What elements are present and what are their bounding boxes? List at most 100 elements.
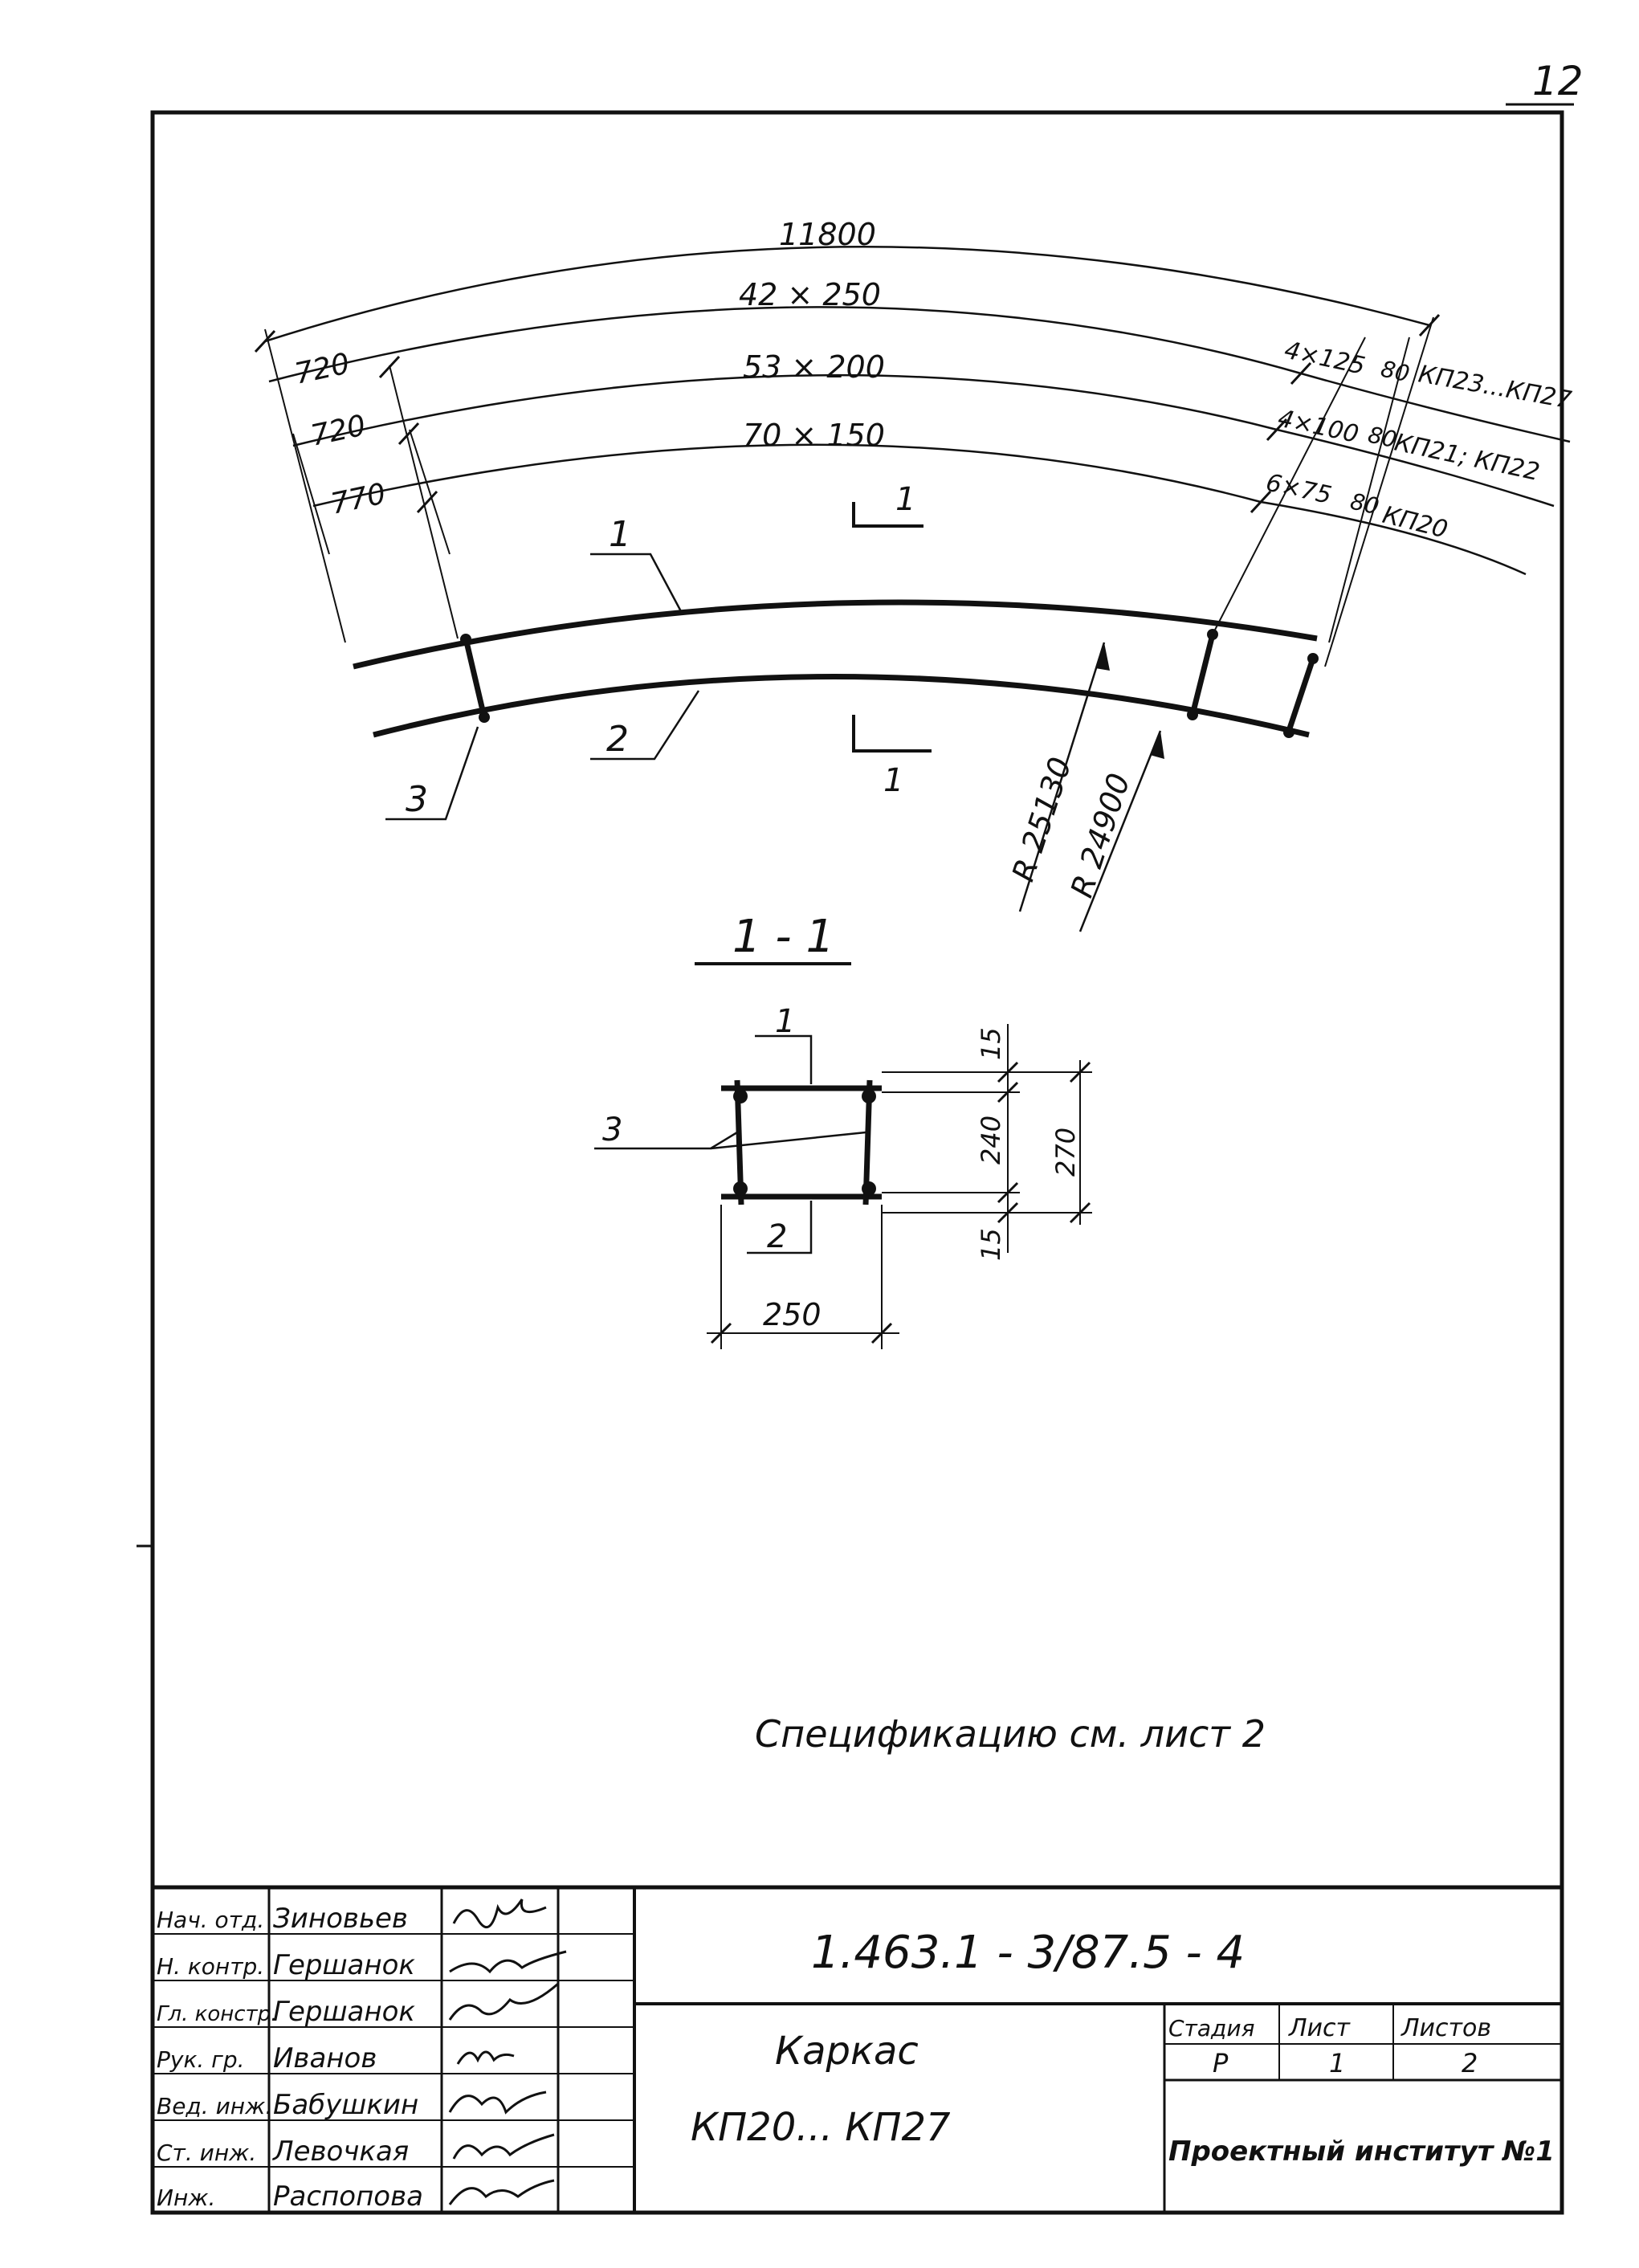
leader-3: [385, 726, 479, 821]
staff-name-5: Левочкая: [271, 2135, 409, 2168]
staff-role-0: Нач. отд.: [157, 1907, 264, 1933]
products-row2: КП21; КП22: [1392, 429, 1542, 487]
staff-name-3: Иванов: [273, 2042, 377, 2074]
products-row1: КП23...КП27: [1417, 360, 1574, 414]
dim-arc-row2: [292, 373, 1278, 447]
drawing-frame: [150, 110, 1564, 2215]
link-3-right2: [1286, 657, 1316, 732]
ext-line-right3: [1328, 337, 1410, 643]
staff-name-1: Гершанок: [273, 1949, 415, 1981]
ext-line-right2: [1212, 337, 1366, 635]
stage-header: Стадия: [1168, 2015, 1254, 2042]
section-ticks: [710, 1061, 1091, 1344]
staff-name-6: Распопова: [273, 2180, 423, 2213]
section-dim-top: 15: [976, 1027, 1006, 1060]
signature-0: [452, 1899, 547, 1929]
sheets-value: 2: [1462, 2048, 1478, 2078]
section-leader-2: [747, 1201, 813, 1254]
section-label-top: 1: [895, 481, 915, 518]
section-1-1: [594, 962, 1092, 1349]
specification-note: Спецификацию см. лист 2: [755, 1712, 1266, 1756]
staff-role-6: Инж.: [157, 2184, 215, 2211]
staff-role-4: Вед. инж.: [157, 2093, 272, 2119]
dim-row3-pitch: 70 × 150: [743, 418, 885, 453]
leader-1: [590, 553, 684, 615]
sheets-header: Листов: [1400, 2014, 1491, 2042]
signature-3: [456, 2050, 515, 2065]
signature-2: [448, 1982, 559, 2021]
radius-arrow-inner: [1150, 731, 1164, 759]
section-dim-total: 270: [1050, 1128, 1081, 1177]
ext-line-left2: [389, 365, 459, 639]
section-dim-mid: 240: [976, 1116, 1006, 1165]
ext-line-left1: [264, 328, 346, 643]
products-row3: КП20: [1380, 501, 1450, 545]
dim-arc-tail1: [1300, 372, 1571, 443]
product-name-line2: КП20... КП27: [691, 2105, 951, 2150]
document-code: 1.463.1 - 3/87.5 - 4: [811, 1927, 1245, 1979]
stage-value: Р: [1213, 2048, 1229, 2078]
section-pos-1: 1: [775, 1003, 795, 1040]
dim-end-row2: 80: [1366, 422, 1400, 454]
pos-label-1: 1: [609, 514, 631, 555]
link-3-left: [463, 638, 487, 718]
signature-1: [449, 1950, 567, 1974]
dim-start-row1: 720: [292, 347, 353, 390]
dim-row2-pitch: 53 × 200: [743, 349, 885, 385]
dim-row1-pitch: 42 × 250: [739, 277, 881, 312]
sheet-header: Лист: [1288, 2014, 1352, 2042]
radius-arrow-outer: [1095, 642, 1110, 671]
weld-dots: [460, 629, 1319, 738]
dim-start-row3: 770: [328, 477, 389, 520]
bottom-bar-2: [373, 674, 1310, 738]
section-leader-3b: [710, 1131, 866, 1150]
section-title: 1 - 1: [732, 911, 834, 963]
signature-4: [448, 2091, 547, 2115]
section-mark-top: [852, 502, 923, 528]
dim-tail-row2: 4×100: [1275, 405, 1361, 449]
dim-tail-row1: 4×125: [1282, 337, 1368, 381]
section-label-bottom: 1: [883, 762, 903, 799]
radius-line-inner: [1078, 730, 1162, 932]
section-pos-2: 2: [767, 1218, 787, 1255]
pos-label-2: 2: [606, 719, 629, 760]
leader-2: [590, 690, 700, 761]
pos-label-3: 3: [406, 779, 428, 820]
section-dim-width: 250: [763, 1297, 822, 1332]
section-leader-1: [755, 1034, 813, 1084]
staff-role-3: Рук. гр.: [157, 2046, 245, 2073]
dim-arc-tail2: [1276, 428, 1555, 508]
organization-name: Проектный институт №1: [1168, 2135, 1555, 2168]
title-block: [153, 1885, 1562, 2213]
staff-role-1: Н. контр.: [157, 1953, 264, 1980]
radius-outer-label: R 25130: [1005, 753, 1078, 886]
ext-line-left4: [409, 429, 451, 555]
signatures: [448, 1899, 567, 2205]
sheet-value: 1: [1329, 2048, 1345, 2078]
dim-start-row2: 720: [308, 409, 369, 452]
dim-ticks: [254, 313, 1441, 514]
signature-6: [448, 2179, 555, 2205]
dim-arc-tail3: [1260, 500, 1527, 576]
dim-arc-row1: [268, 306, 1302, 383]
staff-role-5: Ст. инж.: [157, 2140, 256, 2166]
dim-arc-total: [264, 246, 1430, 343]
section-pos-3: 3: [602, 1112, 622, 1148]
dim-arc-row3: [312, 443, 1262, 508]
top-bar-1: [353, 599, 1318, 670]
dim-total-length: 11800: [779, 217, 876, 252]
radius-line-outer: [1018, 642, 1106, 912]
dim-end-row1: 80: [1379, 356, 1413, 388]
section-mark-bottom: [852, 715, 932, 753]
staff-role-2: Гл. констр.: [157, 2002, 277, 2026]
ext-line-right1: [1324, 316, 1434, 667]
ext-line-left3: [292, 433, 330, 555]
radius-inner-label: R 24900: [1064, 769, 1137, 902]
link-3-right1: [1189, 634, 1216, 716]
sheet-number: 12: [1532, 58, 1584, 104]
staff-name-2: Гершанок: [273, 1996, 415, 2028]
dim-end-row3: 80: [1348, 488, 1382, 520]
signature-5: [452, 2133, 555, 2160]
plan-view: [254, 246, 1571, 932]
